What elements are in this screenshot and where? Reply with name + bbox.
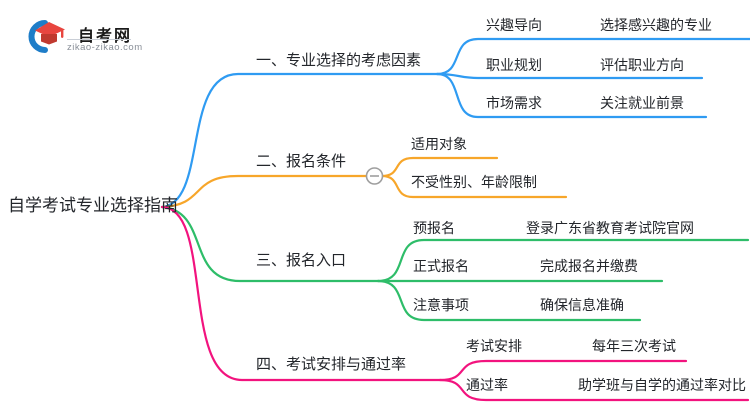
site-logo[interactable]: 自考网 zikao-zikao.com [26,12,146,56]
branch-4-child-0-detail[interactable]: 每年三次考试 [592,338,676,354]
child-line [438,378,750,402]
branch-1-child-2-topic[interactable]: 市场需求 [486,95,542,111]
branch-3-child-2-detail[interactable]: 确保信息准确 [540,297,624,313]
child-line [435,37,750,76]
collapse-button[interactable] [365,167,384,185]
branch-line [160,205,380,283]
child-line [435,72,708,119]
child-line [435,72,704,80]
graduation-cap-icon [28,20,65,53]
branch-line [160,72,439,209]
branch-1-child-0-detail[interactable]: 选择感兴趣的专业 [600,17,712,33]
branch-3-child-1-detail[interactable]: 完成报名并缴费 [540,258,638,274]
branch-4-child-0-topic[interactable]: 考试安排 [466,338,522,354]
branch-line [160,174,369,209]
logo-title: 自考网 [78,28,133,45]
root-node[interactable]: 自学考试专业选择指南 [8,196,178,215]
branch-2-title[interactable]: 二、报名条件 [256,153,347,170]
child-line [380,174,568,199]
branch-3-child-0-detail[interactable]: 登录广东省教育考试院官网 [526,220,694,236]
child-line [376,279,642,322]
logo-divider [67,39,131,40]
branch-1-child-1-detail[interactable]: 评估职业方向 [600,57,684,73]
branch-line [160,205,442,382]
branch-1-child-0-topic[interactable]: 兴趣导向 [486,17,542,33]
branch-1-child-1-topic[interactable]: 职业规划 [486,57,542,73]
child-line [376,238,750,283]
logo-domain: zikao-zikao.com [67,42,143,53]
branch-4-title[interactable]: 四、考试安排与通过率 [256,356,407,373]
child-line [438,359,688,382]
branch-1-title[interactable]: 一、专业选择的考虑因素 [256,52,422,69]
branch-4-child-1-detail[interactable]: 助学班与自学的通过率对比 [578,377,746,393]
child-line [380,156,499,178]
branch-2-child-1-topic[interactable]: 不受性别、年龄限制 [411,174,537,190]
branch-3-child-2-topic[interactable]: 注意事项 [413,297,469,313]
branch-1-child-2-detail[interactable]: 关注就业前景 [600,95,684,111]
branch-2-child-0-topic[interactable]: 适用对象 [411,136,467,152]
branch-3-child-1-topic[interactable]: 正式报名 [413,258,469,274]
branch-4-child-1-topic[interactable]: 通过率 [466,377,508,393]
branch-3-title[interactable]: 三、报名入口 [256,252,347,269]
branch-3-child-0-topic[interactable]: 预报名 [413,220,455,236]
